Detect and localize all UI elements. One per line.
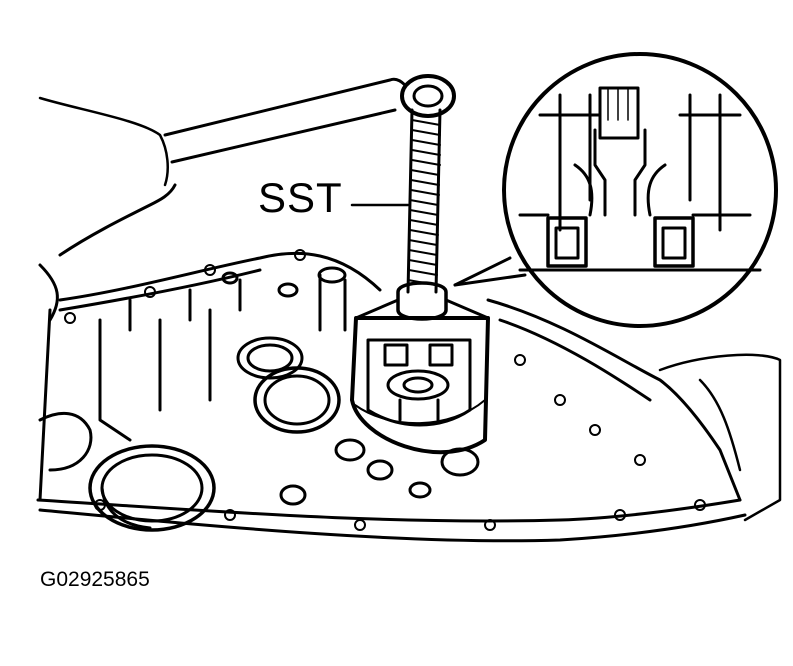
puller-body [350,281,490,455]
case-bores [88,336,480,532]
figure-id: G02925865 [40,568,150,591]
magnified-detail-inset [453,52,778,328]
right-hand [658,353,782,522]
transmission-case [36,251,747,543]
case-bolts [64,249,706,531]
wrench-handle [38,74,456,322]
sst-callout-label: SST [258,174,343,221]
threaded-rod [406,108,442,294]
